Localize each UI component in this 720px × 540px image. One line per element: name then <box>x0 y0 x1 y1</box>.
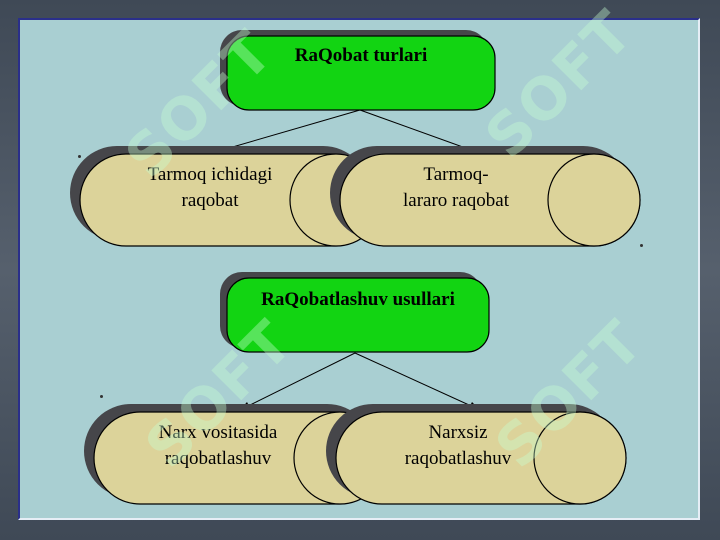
pill-label-top-left-line2: raqobat <box>181 190 239 211</box>
title-bottom-text: RaQobatlashuv usullari <box>261 289 455 310</box>
pill-label-bottom-left-line1: Narx vositasida <box>158 422 278 443</box>
pill-label-bottom-right-line1: Narxsiz <box>428 422 488 443</box>
decor-dot <box>100 395 103 398</box>
pill-label-top-right-line2: lararo raqobat <box>402 190 510 211</box>
connector-line-bottom-right <box>354 352 481 411</box>
title-box-top <box>226 35 496 111</box>
pill-label-bottom-right: Narxsiz raqobatlashuv <box>356 418 560 474</box>
decor-dot <box>78 155 81 158</box>
pill-end-bottom-right <box>533 411 627 505</box>
title-top: RaQobat turlari <box>227 36 495 76</box>
pill-end-top-right <box>547 153 641 247</box>
pill-label-top-right: Tarmoq- lararo raqobat <box>356 160 556 216</box>
connector-line-bottom-left <box>239 352 356 411</box>
title-box-bottom <box>226 277 490 353</box>
pill-label-bottom-left-line2: raqobatlashuv <box>164 448 272 469</box>
pill-label-bottom-left: Narx vositasida raqobatlashuv <box>110 418 326 474</box>
pill-label-bottom-right-line2: raqobatlashuv <box>404 448 512 469</box>
title-top-text: RaQobat turlari <box>294 45 428 66</box>
pill-label-top-left-line1: Tarmoq ichidagi <box>147 164 273 185</box>
pill-label-top-left: Tarmoq ichidagi raqobat <box>100 160 320 216</box>
decor-dot <box>640 244 643 247</box>
title-bottom: RaQobatlashuv usullari <box>227 280 489 320</box>
pill-label-top-right-line1: Tarmoq- <box>423 164 489 185</box>
